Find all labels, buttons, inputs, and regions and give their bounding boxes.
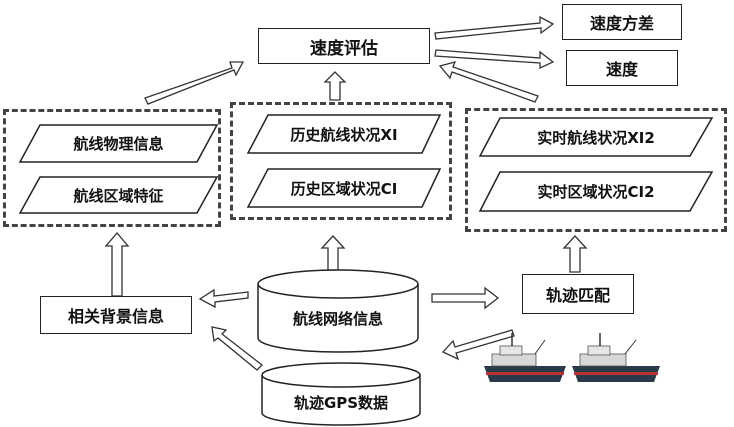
speed-box: 速度: [566, 50, 678, 86]
middle-item-2: 历史区域状况CI: [258, 169, 430, 207]
speed-variance-label: 速度方差: [590, 10, 654, 34]
gps-data-label: 轨迹GPS数据: [262, 388, 420, 416]
arrow-network-to-match: [432, 288, 498, 308]
track-match-label: 轨迹匹配: [546, 282, 610, 306]
track-match-box: 轨迹匹配: [522, 274, 634, 314]
arrow-left-to-eval: [145, 62, 243, 104]
right-item-2: 实时区域状况CI2: [490, 172, 702, 211]
left-item-1: 航线物理信息: [30, 125, 207, 162]
background-info-label: 相关背景信息: [68, 303, 164, 327]
arrow-bg-to-left: [106, 233, 128, 296]
speed-variance-box: 速度方差: [562, 4, 682, 40]
arrow-network-to-middle: [322, 236, 344, 270]
arrow-gps-to-bg: [212, 327, 262, 370]
ship-icon-2: [572, 333, 660, 382]
speed-eval-box: 速度评估: [258, 28, 430, 64]
arrow-right-to-eval: [440, 62, 538, 102]
arrow-match-to-right: [564, 236, 586, 272]
arrow-network-to-bg: [200, 290, 248, 307]
middle-item-1: 历史航线状况XI: [258, 115, 430, 153]
arrow-middle-to-eval: [325, 72, 345, 100]
speed-eval-label: 速度评估: [310, 34, 378, 59]
background-info-box: 相关背景信息: [40, 296, 192, 334]
arrow-eval-to-variance: [435, 17, 553, 39]
left-item-2: 航线区域特征: [30, 177, 207, 213]
right-item-1: 实时航线状况XI2: [490, 118, 702, 156]
network-info-label: 航线网络信息: [258, 302, 418, 334]
speed-label: 速度: [606, 56, 638, 80]
